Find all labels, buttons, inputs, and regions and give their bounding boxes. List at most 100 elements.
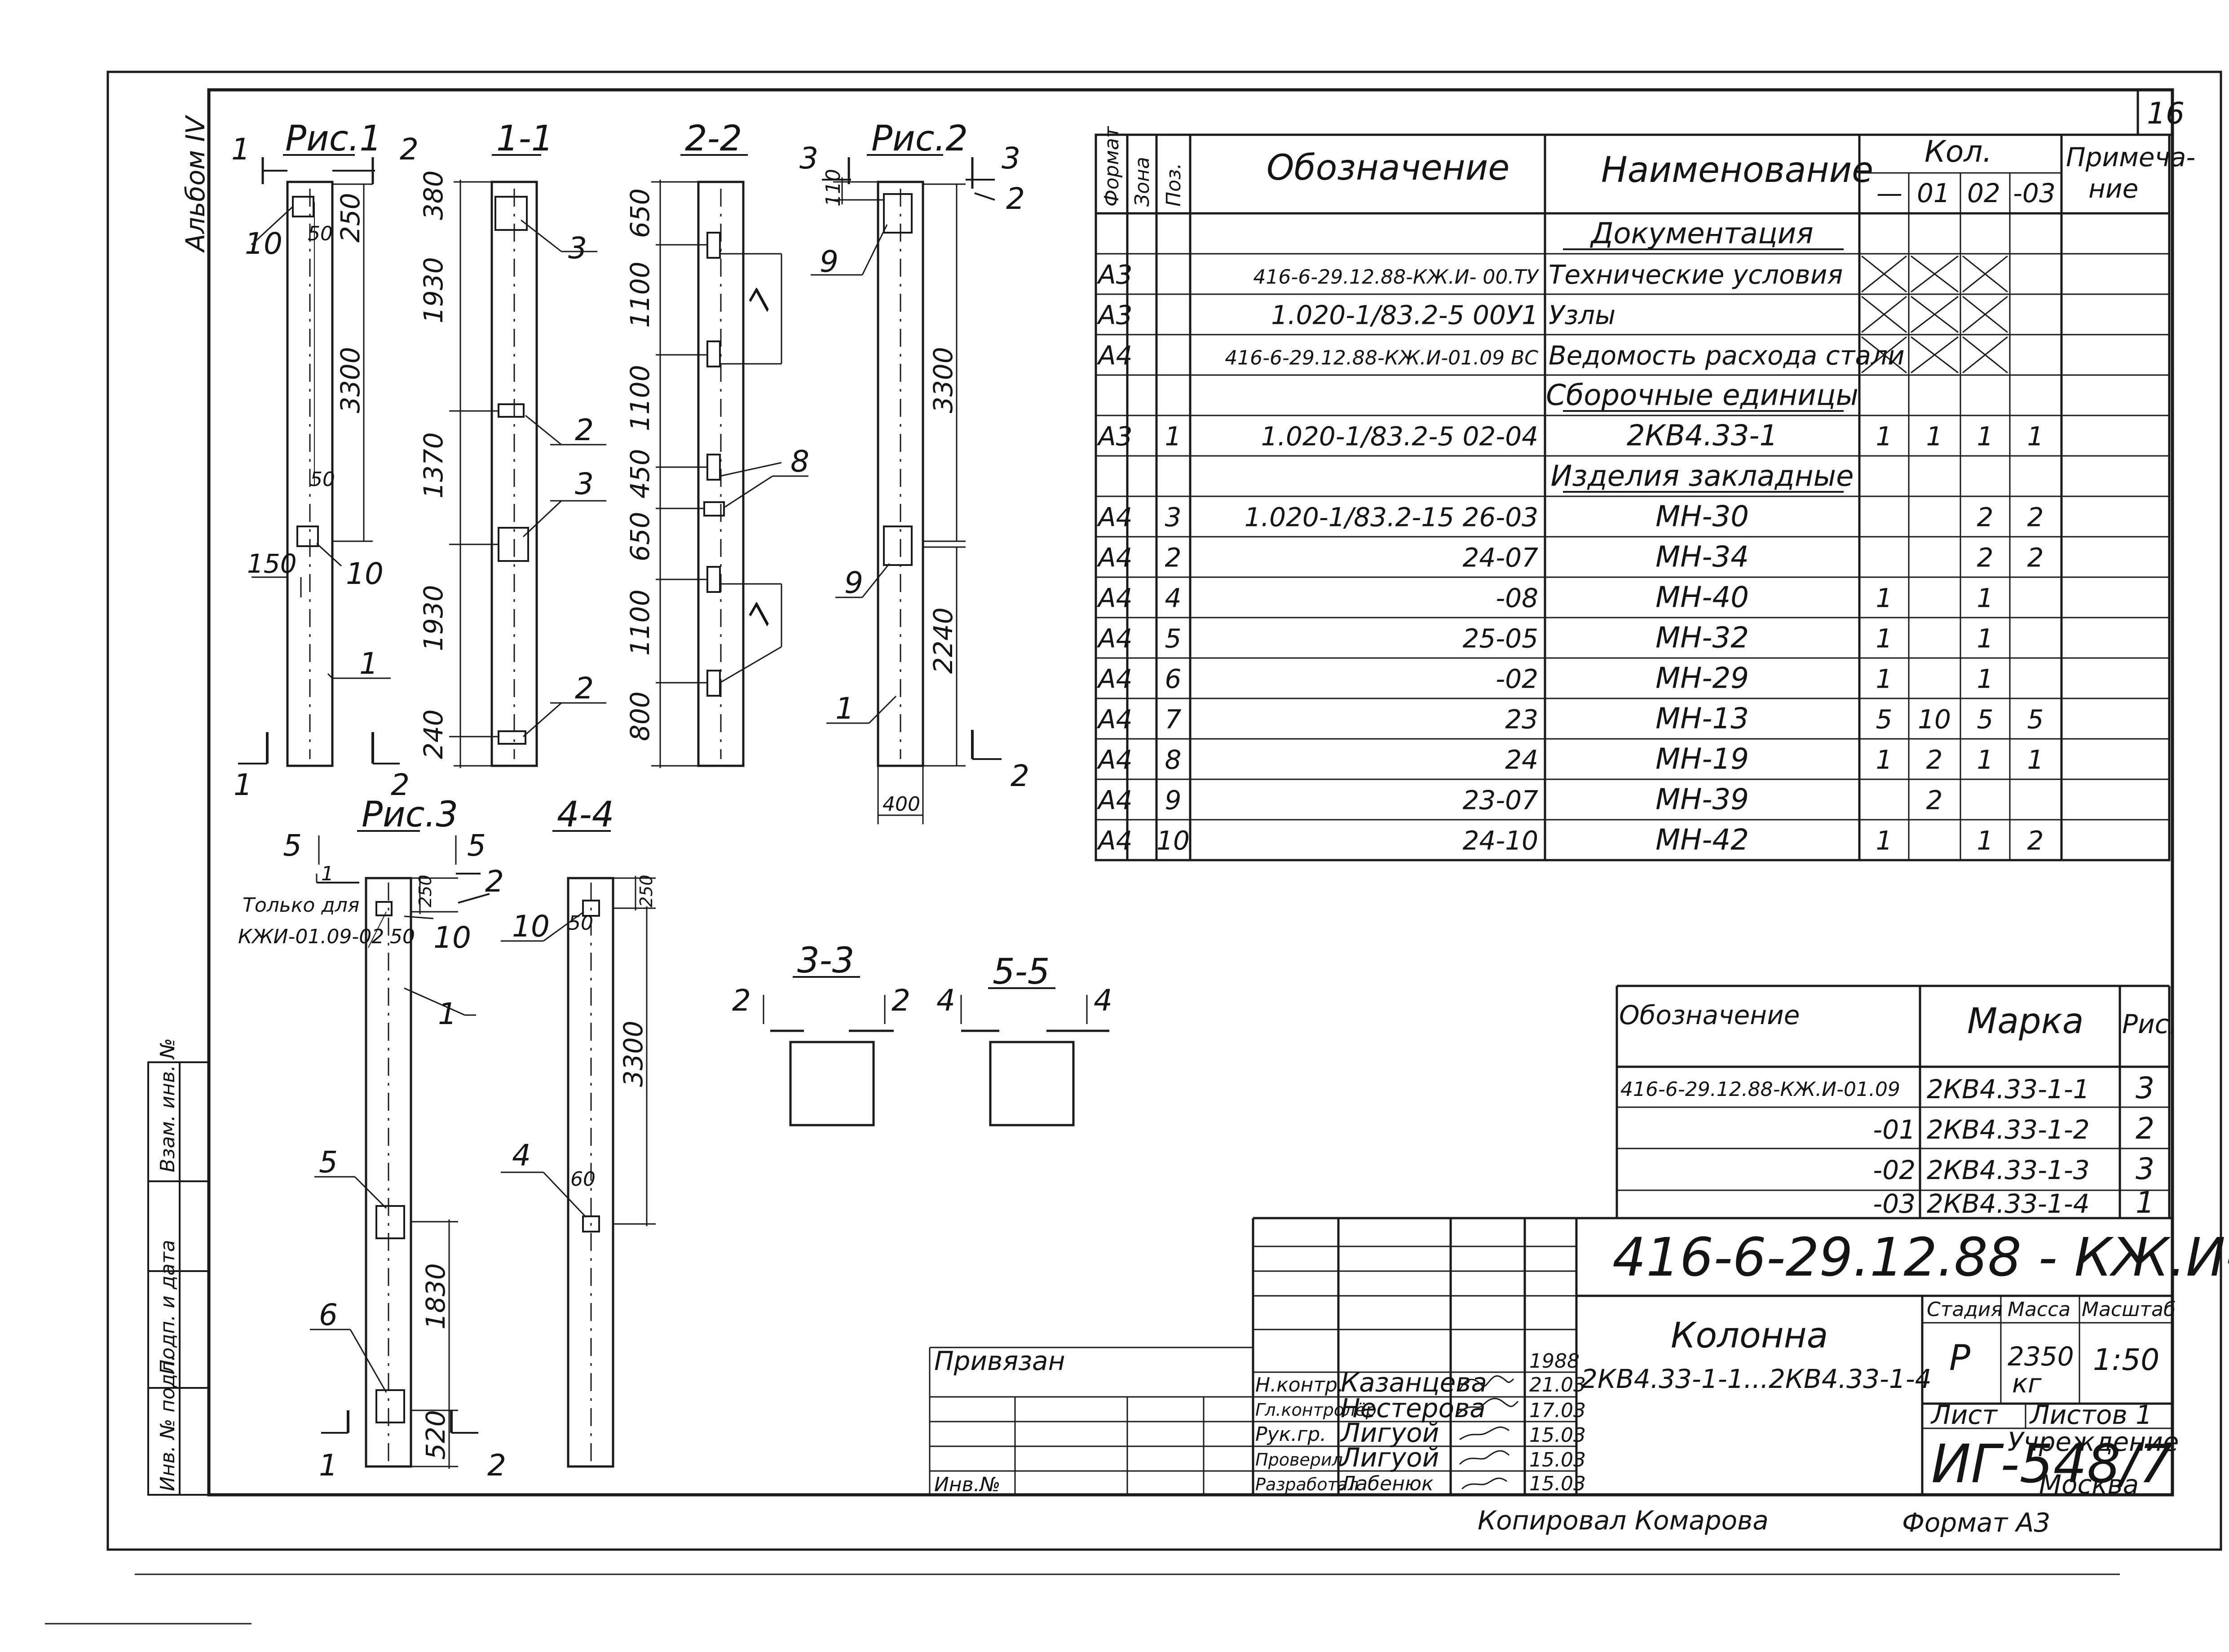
fig3-leader-1a: 1 bbox=[438, 997, 457, 1031]
fig1-cut-left: 1 bbox=[231, 132, 250, 167]
sec33-title: 3-3 bbox=[797, 941, 854, 981]
spec-cross-mark bbox=[1911, 255, 1959, 293]
spec-header-qty: Кол. bbox=[1924, 134, 1992, 169]
spec-cell-qty: 2 bbox=[1977, 543, 1994, 573]
spec-cell-qty: 2 bbox=[2027, 502, 2044, 533]
title-block-mass-label: Масса bbox=[2008, 1298, 2070, 1321]
fig2-title: Рис.2 bbox=[871, 119, 968, 159]
spec-cell-qty: 2 bbox=[1926, 745, 1943, 775]
marks-header-designation: Обозначение bbox=[1619, 1000, 1800, 1030]
spec-cell-designation: 416-6-29.12.88-КЖ.И- 00.ТУ bbox=[1253, 266, 1540, 289]
marks-row-2-mark: 2КВ4.33-1-2 bbox=[1927, 1114, 2090, 1145]
spec-cell-name: Узлы bbox=[1549, 300, 1615, 331]
spec-cell-designation: 25-05 bbox=[1462, 623, 1538, 654]
spec-cell-name: МН-40 bbox=[1655, 581, 1749, 614]
fig3-cut-bottom-right: 2 bbox=[487, 1448, 506, 1483]
title-block-scale-label: Масштаб bbox=[2082, 1298, 2176, 1321]
spec-cross-mark bbox=[1962, 336, 2008, 374]
spec-cell-format: А4 bbox=[1096, 502, 1133, 533]
spec-cell-qty: 1 bbox=[1876, 745, 1893, 775]
spec-cell-format: А4 bbox=[1096, 543, 1133, 573]
sec11-leader-2b: 2 bbox=[575, 671, 594, 706]
sec33-shape bbox=[763, 995, 894, 1126]
spec-cross-mark bbox=[1962, 296, 2008, 333]
staff-4-date: 15.03 bbox=[1529, 1449, 1586, 1471]
fig1-leader-1: 1 bbox=[359, 646, 378, 681]
fig3-cut-right2: 2 bbox=[485, 864, 504, 899]
strip-label-replace: Взам. инв. № bbox=[156, 1038, 179, 1172]
spec-cell-pos: 5 bbox=[1165, 623, 1182, 654]
title-block-org-label: Учреждение bbox=[2008, 1427, 2179, 1457]
spec-cell-pos: 6 bbox=[1165, 664, 1182, 694]
spec-cell-qty: 5 bbox=[2027, 704, 2044, 735]
sec55-shape bbox=[960, 995, 1109, 1126]
sec22-dim-800: 800 bbox=[625, 691, 655, 741]
spec-cell-qty: 1 bbox=[1876, 623, 1893, 654]
spec-header-qty-0: — bbox=[1876, 178, 1902, 208]
spec-cell-name: 2КВ4.33-1 bbox=[1627, 420, 1778, 453]
spec-cell-designation: 23-07 bbox=[1462, 785, 1538, 816]
staff-2-name: Нестерова bbox=[1341, 1393, 1486, 1423]
sec44-leader-4: 4 bbox=[512, 1138, 531, 1173]
spec-cell-qty: 1 bbox=[1876, 583, 1893, 614]
spec-cell-pos: 10 bbox=[1156, 826, 1190, 856]
spec-cell-designation: 1.020-1/83.2-15 26-03 bbox=[1245, 502, 1538, 533]
fig1-dim-3300: 3300 bbox=[335, 347, 366, 413]
title-block-city: Москва bbox=[2039, 1469, 2139, 1500]
sec22-leader-7a: 7 bbox=[742, 284, 781, 318]
spec-cell-qty: 5 bbox=[1977, 704, 1994, 735]
sec11-dim-1370: 1370 bbox=[418, 432, 449, 499]
title-block-stage-label: Стадия bbox=[1927, 1298, 2003, 1321]
staff-1-date: 21.03 bbox=[1529, 1374, 1586, 1396]
sec22-leader-8: 8 bbox=[790, 444, 809, 479]
spec-cell-name: МН-29 bbox=[1655, 662, 1749, 695]
fig2-cut-right2: 2 bbox=[1006, 181, 1025, 216]
sec11-dim-1930b: 1930 bbox=[418, 585, 449, 651]
sec55-title: 5-5 bbox=[993, 952, 1050, 992]
sec22-dim-1100b: 1100 bbox=[625, 365, 655, 431]
fig3-small-one: 1 bbox=[321, 862, 334, 885]
title-block-product-name: Колонна bbox=[1671, 1316, 1828, 1356]
fig1-dim-150: 150 bbox=[247, 548, 297, 579]
spec-cell-qty: 1 bbox=[1977, 745, 1994, 775]
spec-cell-qty: 5 bbox=[1876, 704, 1893, 735]
spec-cross-mark bbox=[1861, 255, 1907, 293]
sec55-cut-left: 4 bbox=[936, 983, 955, 1018]
spec-cell-qty: 1 bbox=[1977, 421, 1994, 452]
staff-5-name: Лабенюк bbox=[1340, 1472, 1434, 1495]
fig1-cut-right: 2 bbox=[400, 132, 419, 167]
fig2-cut-left: 3 bbox=[799, 141, 818, 176]
spec-cell-format: А4 bbox=[1096, 664, 1133, 694]
sec11-dim-380: 380 bbox=[418, 170, 449, 220]
spec-header-note-1: Примеча- bbox=[2066, 142, 2195, 172]
spec-cell-name: МН-42 bbox=[1655, 824, 1749, 857]
sec44-title: 4-4 bbox=[557, 795, 614, 835]
spec-cell-format: А4 bbox=[1096, 745, 1133, 775]
sec44-dim-3300: 3300 bbox=[618, 1020, 649, 1087]
sec11-column bbox=[449, 180, 606, 768]
sec22-leader-7b: 7 bbox=[742, 599, 781, 632]
spec-cell-qty: 2 bbox=[1926, 785, 1943, 816]
sec22-dim-650a: 650 bbox=[625, 188, 655, 238]
fig2-leader-9a: 9 bbox=[820, 244, 839, 279]
fig3-dim-520: 520 bbox=[420, 1410, 451, 1460]
spec-cell-qty: 1 bbox=[1977, 583, 1994, 614]
sec11-leader-3a: 3 bbox=[568, 231, 587, 265]
spec-cross-mark bbox=[1861, 336, 1907, 374]
spec-cell-qty: 1 bbox=[1977, 664, 1994, 694]
spec-section-title: Изделия закладные bbox=[1551, 460, 1854, 493]
marks-row-4-des: -03 bbox=[1873, 1188, 1916, 1219]
fig3-cut-left: 5 bbox=[283, 828, 302, 863]
spec-header-qty-3: -03 bbox=[2013, 178, 2056, 208]
spec-cell-qty: 2 bbox=[1977, 502, 1994, 533]
spec-cell-format: А3 bbox=[1096, 260, 1133, 290]
fig3-title: Рис.3 bbox=[362, 795, 458, 835]
spec-cell-format: А3 bbox=[1096, 300, 1133, 331]
title-block-bound-label: Привязан bbox=[934, 1346, 1065, 1376]
fig1-cut-bottom-left: 1 bbox=[234, 768, 252, 802]
spec-cell-pos: 4 bbox=[1165, 583, 1182, 614]
spec-cell-name: МН-30 bbox=[1655, 500, 1749, 534]
spec-cell-designation: -08 bbox=[1496, 583, 1538, 614]
